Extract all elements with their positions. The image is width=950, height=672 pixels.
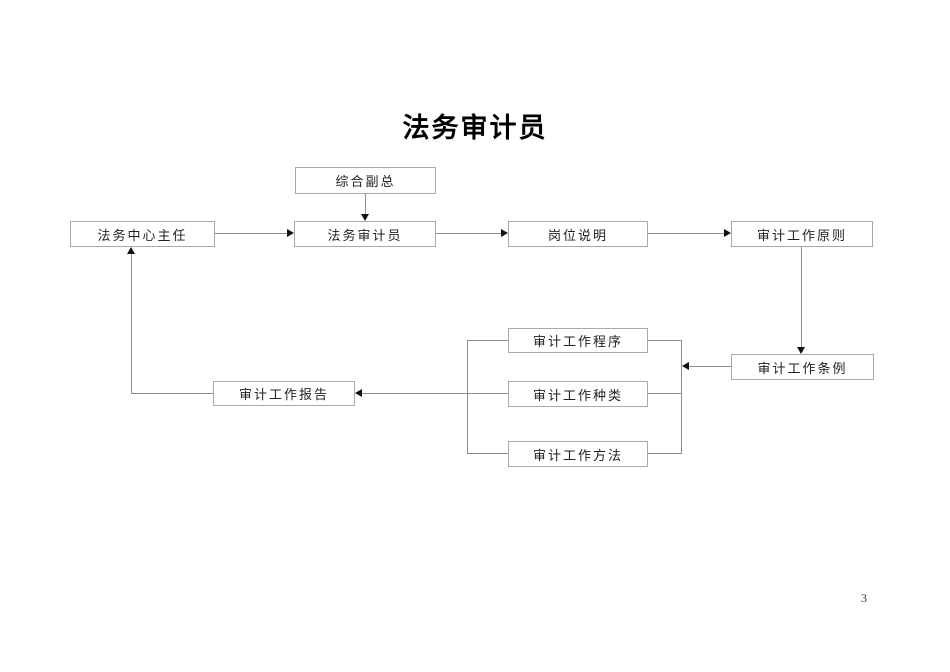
connector-auditor-to-jobdesc-line <box>436 233 501 234</box>
page-title: 法务审计员 <box>402 113 548 143</box>
flow-node-legal-center-director: 法务中心主任 <box>70 221 215 247</box>
right-bracket-stub-types <box>648 393 681 394</box>
feedback-vertical-line <box>131 254 132 394</box>
page-number: 3 <box>861 591 867 605</box>
connector-regulations-to-bracket-line <box>689 366 731 367</box>
flow-node-audit-work-types: 审计工作种类 <box>508 381 648 407</box>
connector-deputy-to-auditor-line <box>365 194 366 215</box>
arrowhead-left-into-audit-report <box>355 389 362 397</box>
right-bracket-stub-procedures <box>648 340 681 341</box>
connector-bracket-to-report-line <box>362 393 508 394</box>
left-bracket-stub-methods <box>467 453 508 454</box>
flow-node-job-description: 岗位说明 <box>508 221 648 247</box>
flow-node-audit-work-methods: 审计工作方法 <box>508 441 648 467</box>
flow-node-audit-work-principles: 审计工作原则 <box>731 221 873 247</box>
flow-node-audit-work-regulations: 审计工作条例 <box>731 354 874 380</box>
left-bracket-vertical-line <box>467 340 468 454</box>
left-bracket-stub-procedures <box>467 340 508 341</box>
arrowhead-right-into-audit-principles <box>724 229 731 237</box>
connector-director-to-auditor-line <box>215 233 287 234</box>
arrowhead-left-into-right-bracket <box>682 362 689 370</box>
right-bracket-stub-methods <box>648 453 681 454</box>
flow-node-audit-work-report: 审计工作报告 <box>213 381 355 406</box>
flow-node-legal-auditor: 法务审计员 <box>294 221 436 247</box>
flow-node-comprehensive-deputy-gm: 综合副总 <box>295 167 436 194</box>
connector-jobdesc-to-principles-line <box>648 233 724 234</box>
arrowhead-down-into-audit-regulations <box>797 347 805 354</box>
feedback-horizontal-line <box>131 393 213 394</box>
arrowhead-up-into-legal-center-director <box>127 247 135 254</box>
arrowhead-right-into-job-description <box>501 229 508 237</box>
connector-principles-to-regulations-line <box>801 247 802 347</box>
arrowhead-right-into-legal-auditor <box>287 229 294 237</box>
arrowhead-down-into-legal-auditor <box>361 214 369 221</box>
flow-node-audit-work-procedures: 审计工作程序 <box>508 328 648 353</box>
right-bracket-vertical-line <box>681 340 682 454</box>
